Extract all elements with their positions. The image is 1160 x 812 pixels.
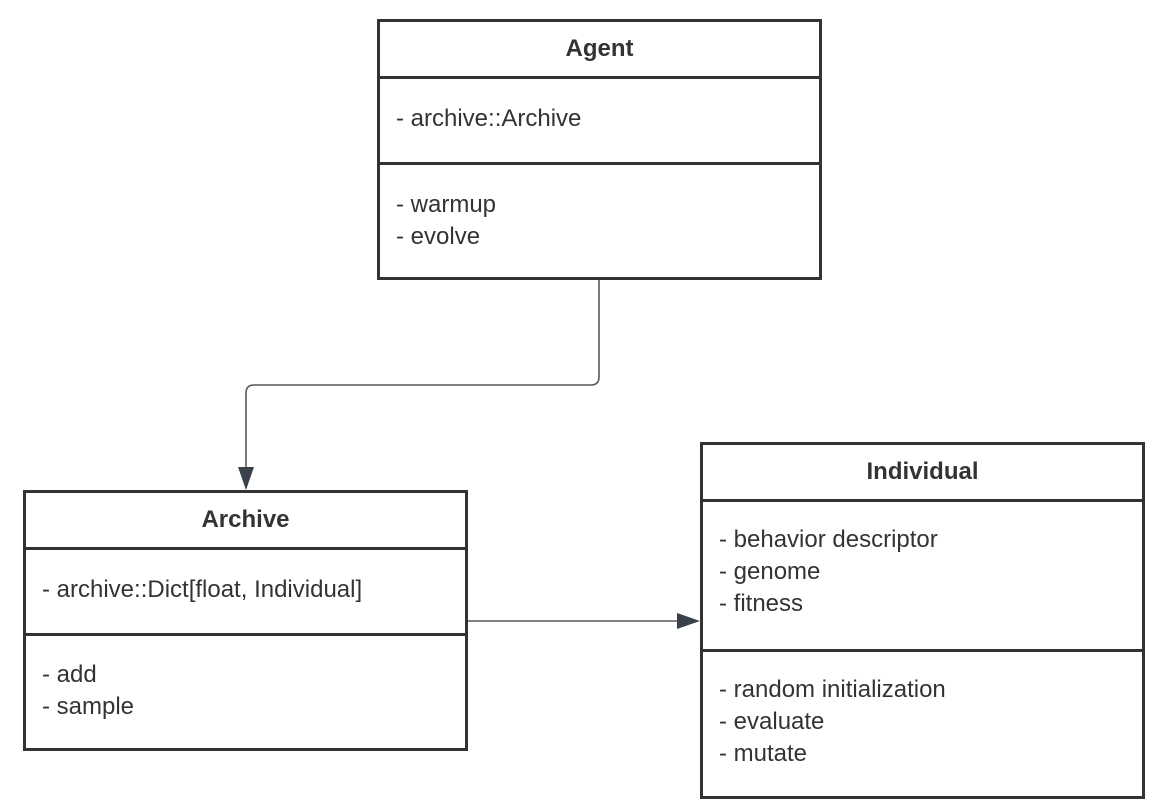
archive-method: - sample: [42, 693, 135, 720]
agent-class-name: Agent: [380, 22, 819, 79]
archive-attribute: - archive::Dict[float, Individual]: [42, 576, 363, 603]
agent-to-archive-connector: [245, 280, 600, 468]
individual-attributes: - behavior descriptor - genome - fitness: [703, 502, 1142, 652]
individual-attribute: - behavior descriptor: [719, 526, 938, 553]
agent-methods: - warmup - evolve: [380, 165, 819, 253]
individual-attribute: - genome: [719, 558, 821, 585]
individual-class-box[interactable]: Individual - behavior descriptor - genom…: [700, 442, 1145, 799]
individual-method: - mutate: [719, 740, 808, 767]
archive-class-name: Archive: [26, 493, 465, 550]
archive-to-individual-arrowhead: [677, 613, 700, 629]
archive-method: - add: [42, 661, 97, 688]
individual-class-name: Individual: [703, 445, 1142, 502]
archive-attributes: - archive::Dict[float, Individual]: [26, 550, 465, 636]
individual-methods: - random initialization - evaluate - mut…: [703, 652, 1142, 770]
agent-method: - warmup: [396, 191, 497, 218]
agent-class-box[interactable]: Agent - archive::Archive - warmup - evol…: [377, 19, 822, 280]
agent-to-archive-arrowhead: [238, 467, 254, 490]
agent-method: - evolve: [396, 223, 481, 250]
archive-class-box[interactable]: Archive - archive::Dict[float, Individua…: [23, 490, 468, 751]
individual-attribute: - fitness: [719, 590, 804, 617]
archive-methods: - add - sample: [26, 636, 465, 723]
agent-attributes: - archive::Archive: [380, 79, 819, 165]
agent-attribute: - archive::Archive: [396, 105, 582, 132]
individual-method: - evaluate: [719, 708, 825, 735]
individual-method: - random initialization: [719, 676, 946, 703]
